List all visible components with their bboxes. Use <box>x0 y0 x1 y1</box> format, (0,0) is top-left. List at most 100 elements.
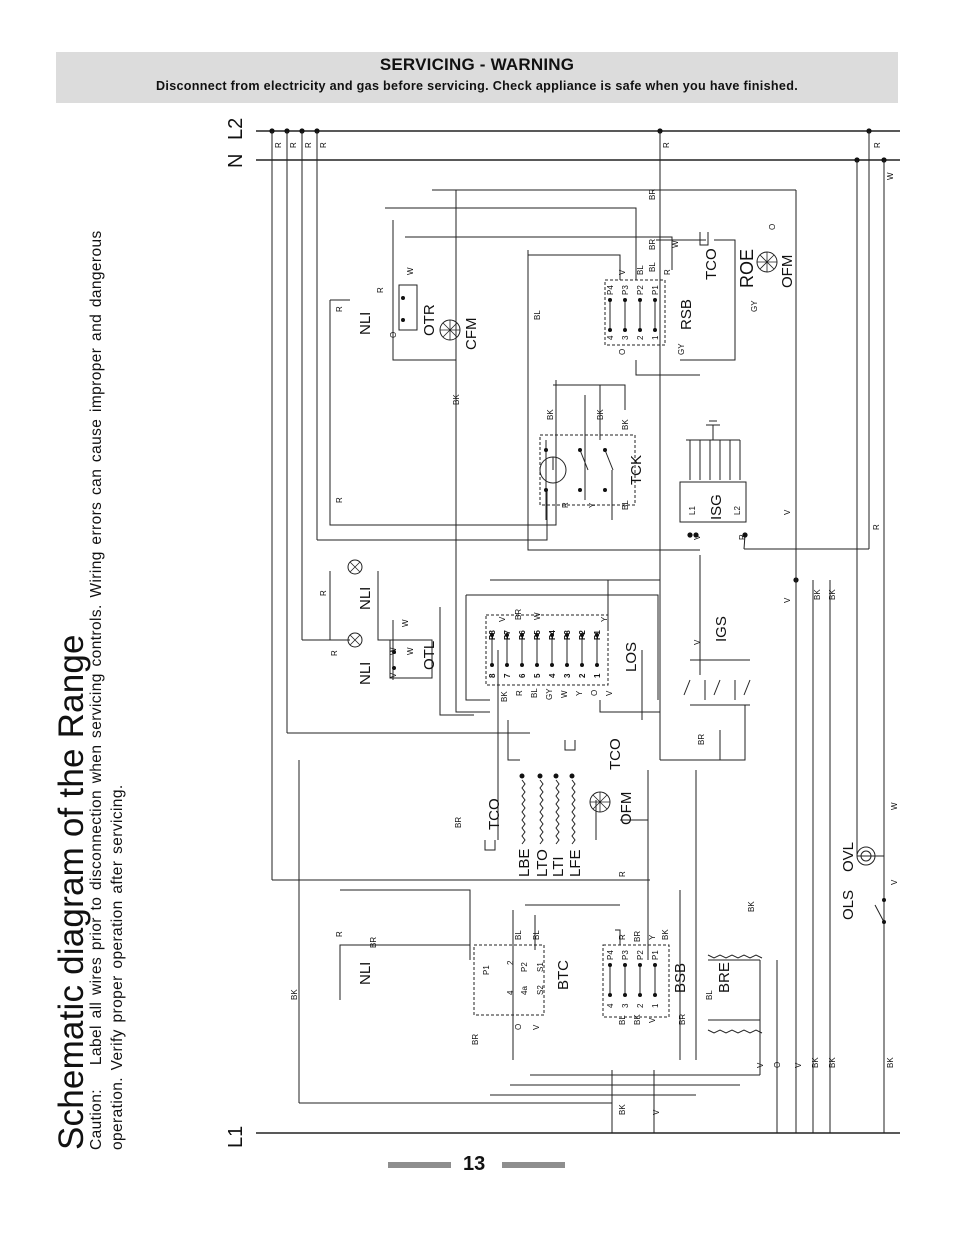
wire-label: BK <box>886 1057 895 1068</box>
switch-contacts <box>491 300 656 995</box>
los-label: LOS <box>623 642 640 672</box>
wire-label: R <box>873 142 882 148</box>
rsb-pin-p2: P2 <box>636 285 645 295</box>
nli-label-low: NLI <box>357 962 374 985</box>
lfe-label: LFE <box>567 849 584 877</box>
wire-label: W <box>406 267 415 275</box>
wire-label: R <box>304 142 313 148</box>
wire-label: BK <box>500 691 509 702</box>
otl-label: OTL <box>421 641 438 670</box>
bsb-pin-p1: P1 <box>651 950 660 960</box>
wire-label: R <box>274 142 283 148</box>
wire-label: V <box>618 269 627 275</box>
wire-label: V <box>756 1062 765 1068</box>
los-pin-p6: P6 <box>518 630 527 640</box>
wire-label: GY <box>545 688 554 700</box>
wire-label: Y <box>648 934 657 940</box>
rail-n-label: N <box>225 154 247 168</box>
rail-l1-label: L1 <box>225 1126 247 1148</box>
servicing-warning-banner: SERVICING - WARNING Disconnect from elec… <box>56 52 898 103</box>
wire-label: BL <box>636 265 645 275</box>
btc-pin-s2: S2 <box>536 985 545 995</box>
wire-label: R <box>319 142 328 148</box>
wire-label: R <box>376 287 385 293</box>
warning-title: SERVICING - WARNING <box>379 55 575 74</box>
wire-label: BL <box>648 262 657 272</box>
wire-label: BK <box>813 589 822 600</box>
wire-label: V <box>389 672 398 678</box>
wire-label: BK <box>618 1104 627 1115</box>
wire-label: BK <box>290 989 299 1000</box>
wire-label: R <box>515 690 524 696</box>
bsb-pin-2: 2 <box>636 1003 645 1008</box>
tco-label-top: TCO <box>703 248 720 280</box>
pin-labels: L1 L2 P8 P7 P6 P5 P4 P3 P2 P1 8 7 6 5 4 … <box>482 285 742 1008</box>
bre-label: BRE <box>716 962 733 993</box>
wire-label: BL <box>514 930 523 940</box>
los-pin-p4: P4 <box>548 630 557 640</box>
lti-label: LTI <box>550 856 567 877</box>
wire-label: W <box>560 690 569 698</box>
ovl-label: OVL <box>840 842 857 872</box>
cfm-label: CFM <box>463 318 480 351</box>
los-pin-7: 7 <box>503 673 512 678</box>
wire-label: BL <box>621 500 630 510</box>
rsb-pin-4: 4 <box>606 335 615 340</box>
btc-label: BTC <box>555 960 572 990</box>
los-pin-2: 2 <box>578 673 587 678</box>
wire-label: Y <box>588 502 597 508</box>
ols-label: OLS <box>840 890 857 920</box>
internal-wiring <box>272 189 885 1096</box>
ovl-lamp-icon <box>856 846 876 866</box>
bsb-box <box>602 944 670 1018</box>
wire-label: BK <box>747 901 756 912</box>
wire-label: BR <box>471 1034 480 1045</box>
rsb-pin-3: 3 <box>621 335 630 340</box>
wire-label: R <box>738 534 747 540</box>
wire-color-labels: R R R R R R W O V BR BL BR BL R W O GY G… <box>274 142 899 1115</box>
wire-label: O <box>773 1062 782 1068</box>
tco-label-low: TCO <box>486 798 503 830</box>
wire-label: W <box>401 619 410 627</box>
wire-label: BR <box>454 817 463 828</box>
wire-label: BK <box>452 394 461 405</box>
wire-label: BK <box>828 1057 837 1068</box>
wire-label: BR <box>633 931 642 942</box>
otl-box <box>389 639 433 679</box>
wire-label: BR <box>514 609 523 620</box>
los-pin-p7: P7 <box>503 630 512 640</box>
wire-label: Y <box>600 616 609 622</box>
pin-dots <box>392 296 748 997</box>
bsb-pin-p2: P2 <box>636 950 645 960</box>
wire-label: BL <box>618 1015 627 1025</box>
btc-pin-2: 2 <box>506 960 515 965</box>
nli-label-mid: NLI <box>357 662 374 685</box>
btc-box <box>473 944 545 1016</box>
ofm-label-top: OFM <box>779 255 796 288</box>
los-pin-1: 1 <box>593 673 602 678</box>
component-boxes <box>389 279 747 1018</box>
page-number-bar-left <box>388 1162 451 1168</box>
wire-label: V <box>532 1024 541 1030</box>
wire-label: V <box>693 639 702 645</box>
wire-label: V <box>794 1062 803 1068</box>
rail-l2-label: L2 <box>225 118 247 140</box>
wire-label: W <box>389 647 398 655</box>
wire-label: O <box>590 690 599 696</box>
btc-pin-s1: S1 <box>536 962 545 972</box>
wire-label: R <box>335 931 344 937</box>
wire-label: BR <box>648 239 657 250</box>
otr-label: OTR <box>421 304 438 336</box>
wire-label: Y <box>575 690 584 696</box>
bsb-pin-p4: P4 <box>606 950 615 960</box>
btc-pin-4a: 4a <box>520 986 529 995</box>
isg-pin-l2: L2 <box>733 506 742 515</box>
wire-label: BL <box>532 930 541 940</box>
los-pin-p3: P3 <box>563 630 572 640</box>
wire-label: V <box>783 509 792 515</box>
wire-label: BK <box>596 409 605 420</box>
ofm-label-mid: OFM <box>618 792 635 825</box>
nli-lamp-icon <box>347 559 363 648</box>
los-pin-4: 4 <box>548 673 557 678</box>
